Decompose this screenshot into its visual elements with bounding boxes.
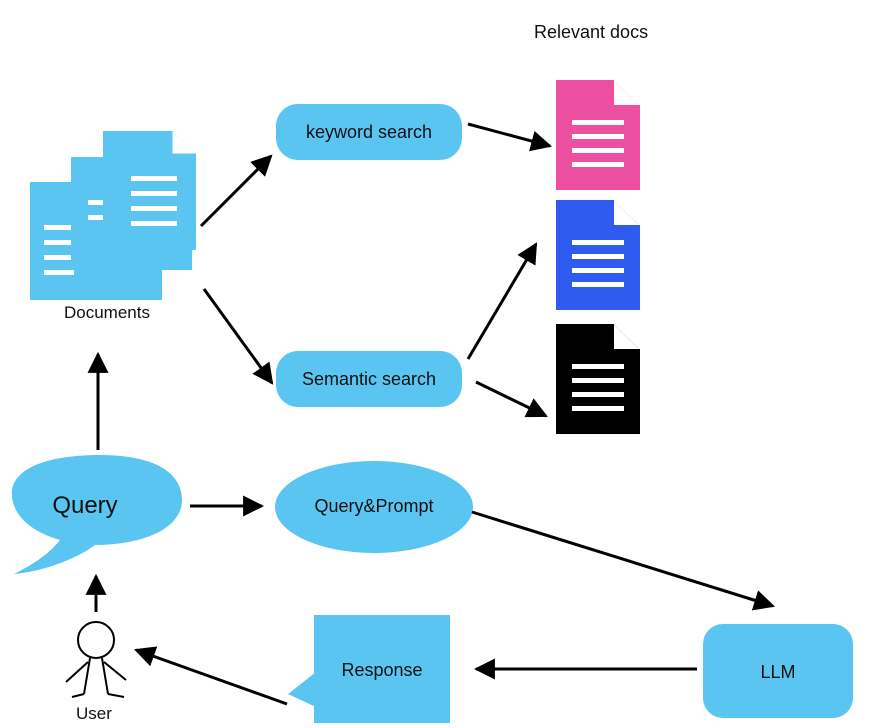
- llm-node: [703, 624, 853, 718]
- arrow-semantic-to-black: [475, 380, 548, 418]
- user-label: User: [76, 704, 112, 723]
- relevant-doc-black-icon: [556, 324, 640, 434]
- keyword-search-node: [276, 104, 462, 160]
- query-prompt-label: Query&Prompt: [314, 495, 434, 516]
- query-prompt-node: [275, 461, 473, 553]
- arrow-keyword-to-pink: [467, 122, 553, 152]
- response-label: Response: [341, 659, 423, 680]
- semantic-search-label: Semantic search: [301, 368, 437, 389]
- relevant-doc-blue-icon: [556, 200, 640, 310]
- stick-figure-icon: [65, 621, 127, 698]
- llm-label: LLM: [760, 661, 796, 682]
- document-icon: [103, 131, 196, 250]
- documents-stack-icon: [30, 131, 196, 300]
- arrow-docs-to-semantic: [202, 288, 274, 385]
- keyword-search-label: keyword search: [305, 121, 433, 142]
- query-label: Query: [52, 492, 118, 519]
- arrow-prompt-to-llm: [471, 510, 776, 611]
- arrow-docs-to-keyword: [199, 154, 273, 228]
- arrow-response-to-user: [134, 646, 288, 706]
- semantic-search-node: [276, 351, 462, 407]
- relevant-doc-pink-icon: [556, 80, 640, 190]
- documents-label: Documents: [64, 303, 150, 322]
- query-bubble: [11, 455, 183, 574]
- arrow-semantic-to-blue: [466, 242, 538, 360]
- response-bubble: [288, 615, 450, 723]
- relevant-docs-label: Relevant docs: [534, 22, 649, 42]
